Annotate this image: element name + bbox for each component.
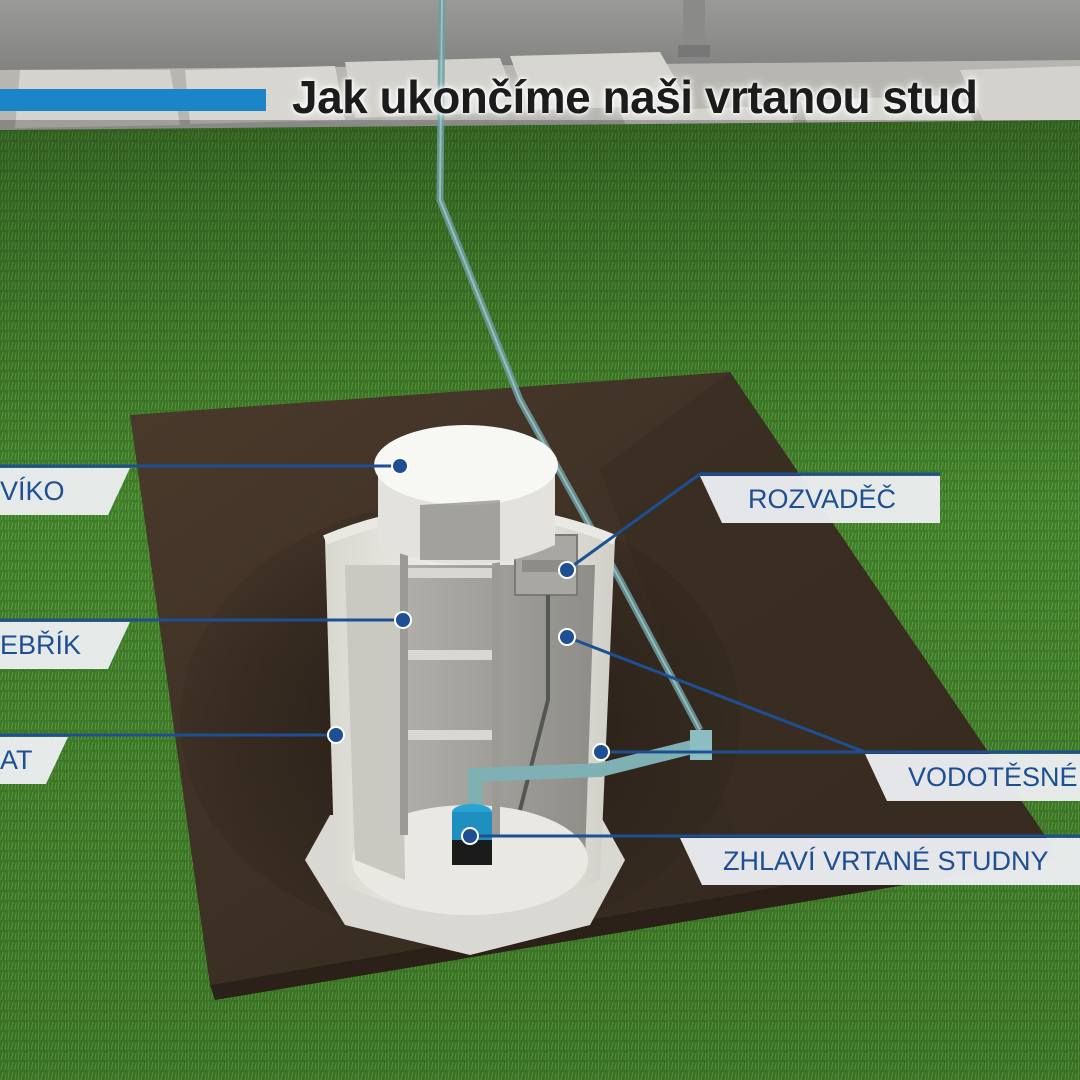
- callout-watertight-text: VODOTĚSNÉ: [908, 762, 1078, 792]
- callout-switchboard: ROZVADĚČ: [700, 476, 940, 523]
- callout-lid: VÍKO: [0, 468, 130, 515]
- title-accent-bar: [0, 89, 266, 111]
- callout-ladder: EBŘÍK: [0, 622, 130, 669]
- page-title: Jak ukončíme naši vrtanou stud: [292, 71, 978, 123]
- callout-shell-text: AT: [0, 745, 33, 775]
- callout-wellhead-text: ZHLAVÍ VRTANÉ STUDNY: [723, 846, 1049, 876]
- callout-lid-text: VÍKO: [0, 476, 65, 506]
- callout-ladder-text: EBŘÍK: [0, 630, 82, 660]
- callout-switchboard-text: ROZVADĚČ: [748, 484, 897, 514]
- callout-wellhead: ZHLAVÍ VRTANÉ STUDNY: [680, 838, 1080, 885]
- callout-watertight: VODOTĚSNÉ: [865, 754, 1080, 801]
